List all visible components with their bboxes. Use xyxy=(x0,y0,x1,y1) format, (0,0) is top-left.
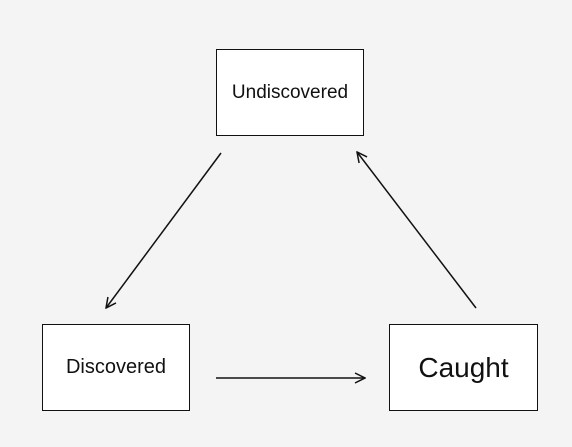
node-label-undiscovered: Undiscovered xyxy=(231,81,349,103)
node-undiscovered: Undiscovered xyxy=(216,49,364,136)
node-label-discovered: Discovered xyxy=(65,356,167,378)
arrow-caught-to-undiscovered xyxy=(357,152,477,309)
arrow-undiscovered-to-discovered xyxy=(106,152,222,308)
node-caught: Caught xyxy=(389,324,538,411)
node-label-caught: Caught xyxy=(418,351,509,383)
node-discovered: Discovered xyxy=(42,324,190,411)
